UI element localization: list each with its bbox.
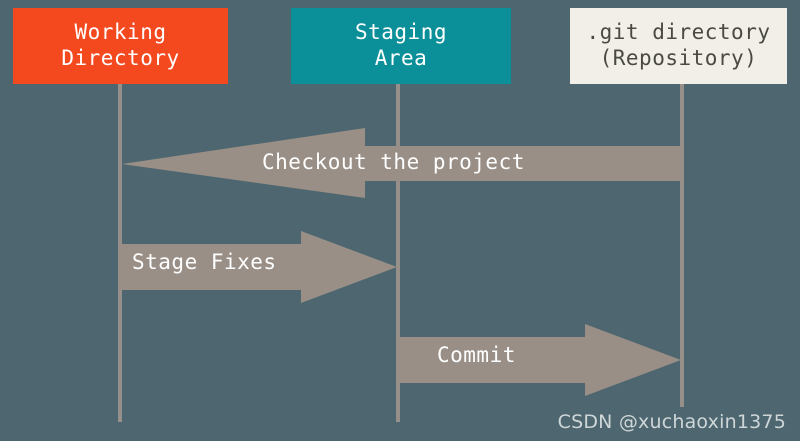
node-git-directory-label: .git directory (Repository) xyxy=(586,20,771,70)
node-staging-area[interactable]: Staging Area xyxy=(291,8,511,84)
watermark: CSDN @xuchaoxin1375 xyxy=(557,411,786,433)
lifeline-git-directory xyxy=(680,84,684,407)
node-working-directory-label: Working Directory xyxy=(61,20,180,70)
lifeline-working-directory xyxy=(118,84,122,422)
arrow-label-commit: Commit xyxy=(437,343,516,367)
arrow-label-checkout: Checkout the project xyxy=(262,150,525,174)
node-working-directory[interactable]: Working Directory xyxy=(13,8,228,84)
node-git-directory[interactable]: .git directory (Repository) xyxy=(570,8,787,84)
lifeline-staging-area xyxy=(396,84,400,422)
node-staging-area-label: Staging Area xyxy=(354,20,447,70)
arrow-label-stage-fixes: Stage Fixes xyxy=(132,250,277,274)
